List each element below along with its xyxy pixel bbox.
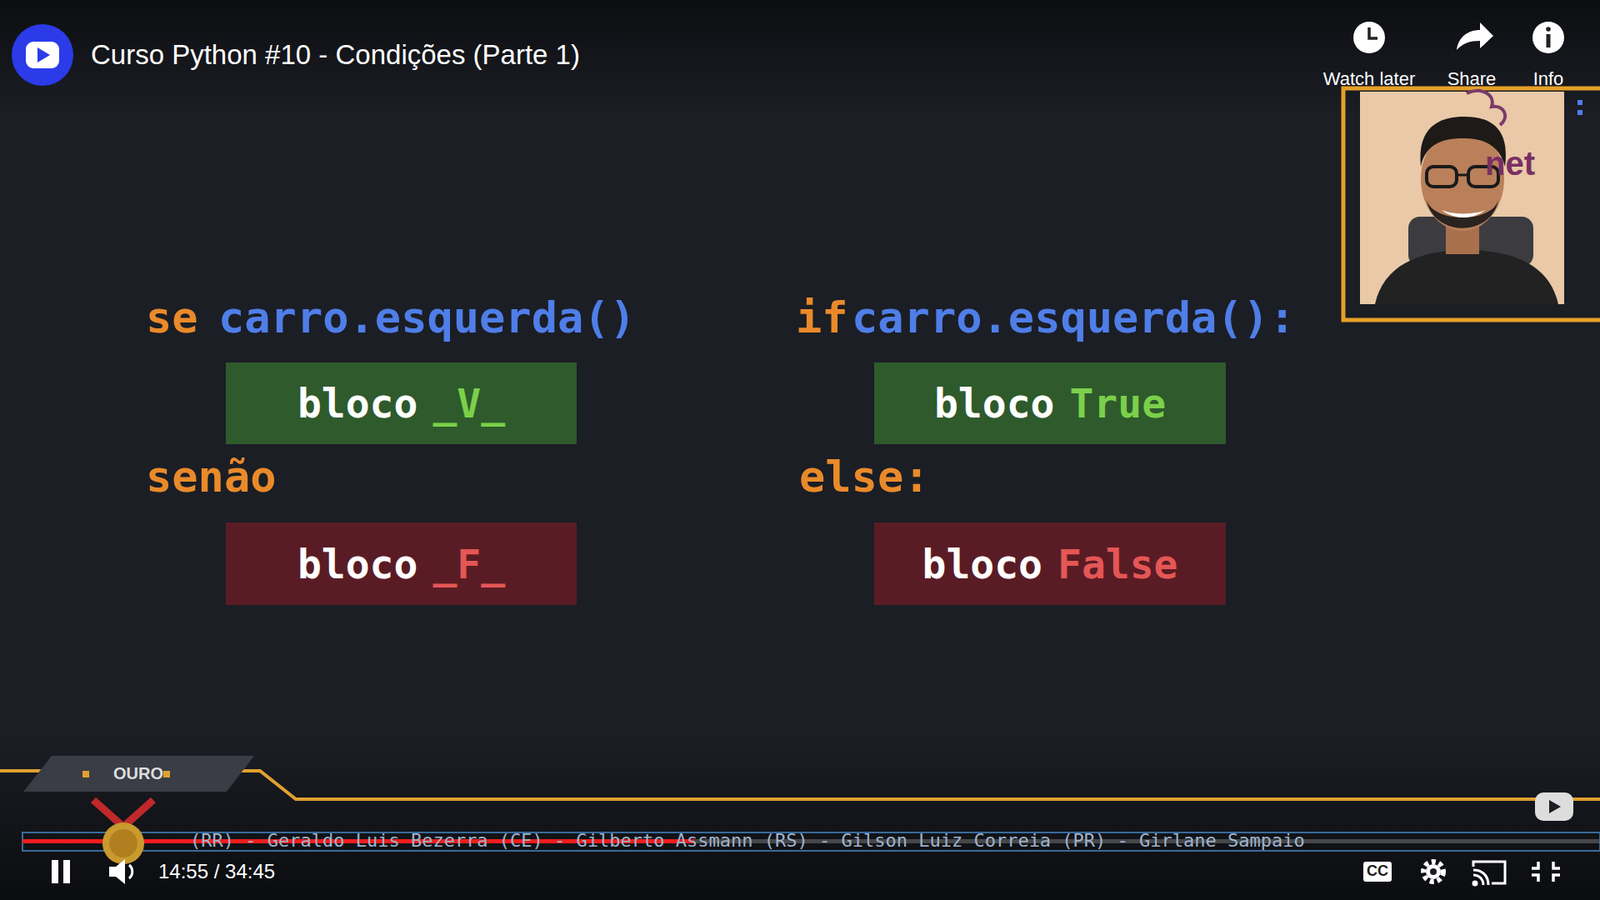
webcam-frame [1343, 88, 1600, 320]
block-word: bloco [297, 540, 419, 588]
code-condition: carro.esquerda(): [851, 291, 1295, 344]
youtube-mark [1535, 792, 1574, 821]
pause-icon [51, 860, 70, 884]
code-block: bloco _V_ [225, 362, 577, 445]
block-value: _V_ [432, 380, 505, 427]
medal-icon [93, 800, 154, 865]
tier-label: OURO [113, 763, 164, 784]
info-icon [1532, 21, 1565, 54]
deco-dot [1577, 110, 1583, 115]
block-value: False [1057, 540, 1179, 588]
channel-logo [11, 24, 74, 86]
code-keyword: if [795, 291, 849, 344]
button-label: Watch later [1323, 68, 1415, 90]
tier-badge [23, 755, 255, 792]
bottom-shade [0, 733, 1600, 900]
button-label: Share [1447, 68, 1497, 90]
code-keyword: senão [145, 450, 277, 503]
code-condition: carro.esquerda() [218, 291, 636, 344]
code-block: bloco _F_ [225, 522, 577, 605]
deco-dot [1577, 100, 1583, 105]
clock-icon [1353, 21, 1385, 54]
fullscreen-icon [1531, 861, 1560, 882]
code-block: bloco False [874, 522, 1226, 605]
block-value: _F_ [432, 540, 505, 588]
wall-logo-text: net [1485, 143, 1535, 184]
block-word: bloco [934, 380, 1055, 427]
share-icon [1456, 22, 1494, 50]
cast-icon [1473, 861, 1505, 885]
time-display: 14:55 / 34:45 [158, 860, 275, 885]
volume-icon [109, 859, 133, 885]
settings-icon [1423, 861, 1444, 882]
badge-dot [82, 770, 90, 778]
button-label: Info [1533, 68, 1565, 90]
frame-rail [0, 770, 1600, 800]
captions-button: CC [1363, 861, 1392, 882]
block-word: bloco [922, 540, 1044, 588]
code-keyword: else: [799, 450, 930, 503]
badge-dot [163, 770, 170, 778]
code-block: bloco True [874, 362, 1226, 445]
ticker-text: (RR) - Geraldo Luis Bezerra (CE) - Gilbe… [190, 830, 1305, 852]
block-value: True [1069, 380, 1166, 427]
block-word: bloco [297, 380, 419, 427]
video-title: Curso Python #10 - Condições (Parte 1) [90, 38, 580, 72]
code-keyword: se [145, 291, 199, 344]
